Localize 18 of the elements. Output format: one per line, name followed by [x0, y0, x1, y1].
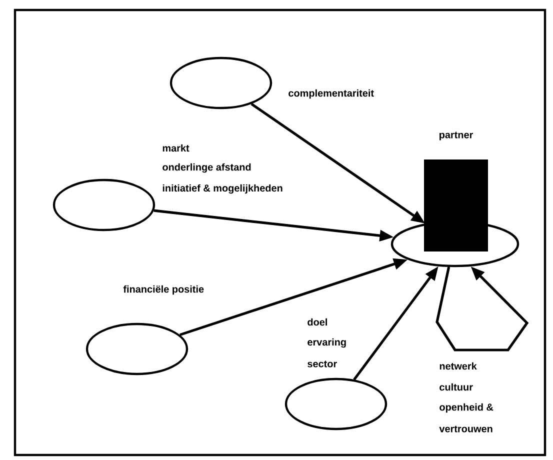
cylinder-node: [424, 160, 488, 252]
text-label: ervaring: [308, 338, 346, 348]
node-caption: partner: [440, 132, 474, 140]
text-label: markt: [162, 144, 190, 152]
arrow: [436, 266, 529, 352]
text-label: onderlinge afstand: [162, 163, 251, 173]
ellipse-node: [170, 56, 272, 110]
ellipse-node: [86, 322, 188, 376]
text-label: vertrouwen: [439, 426, 492, 432]
ellipse-node: [52, 178, 156, 232]
text-label: sector: [308, 360, 337, 368]
ellipse-node: [284, 378, 388, 430]
edge-label: complementariteit: [288, 89, 374, 99]
text-label: doel: [308, 318, 327, 326]
text-label: netwerk: [440, 362, 477, 370]
text-label: cultuur: [440, 383, 473, 391]
text-label: openheid &: [440, 403, 494, 413]
edge-label: financiële positie: [123, 285, 204, 295]
